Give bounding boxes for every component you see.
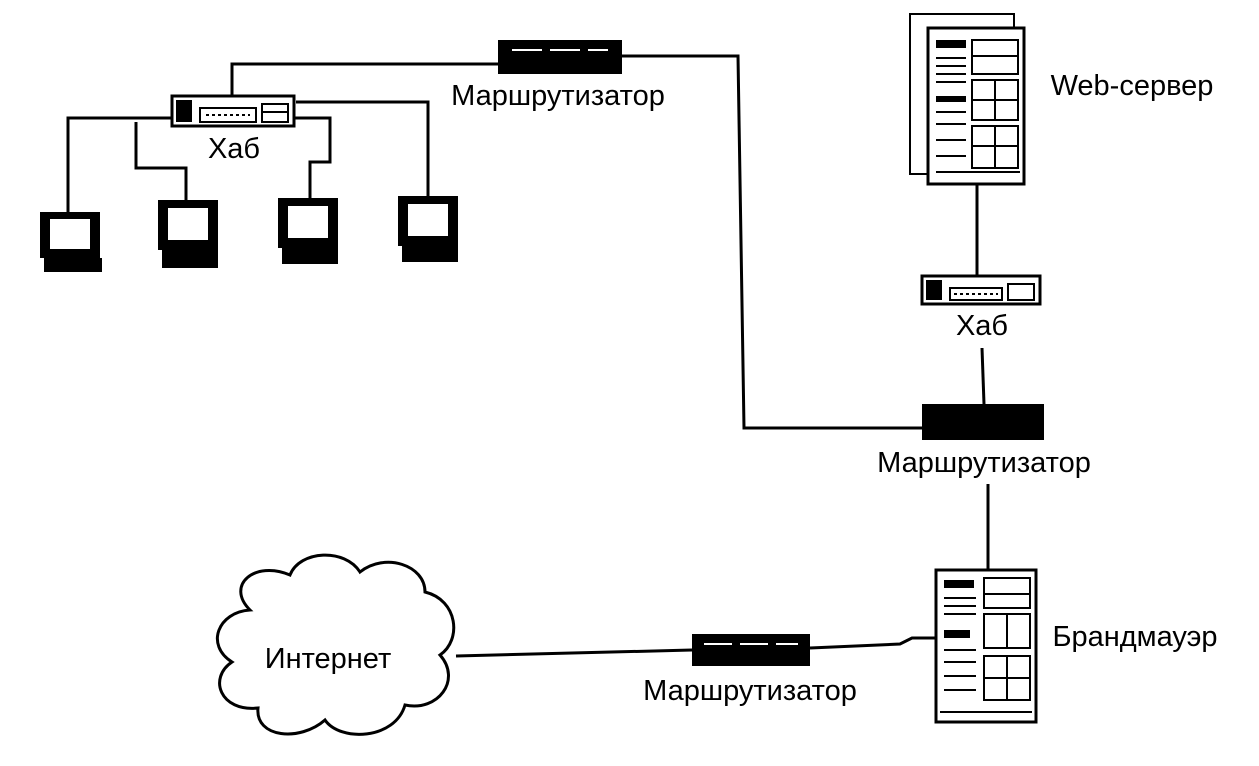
hub-top-label: Хаб bbox=[208, 133, 260, 165]
monitor-icon bbox=[278, 198, 338, 264]
cloud-icon bbox=[215, 553, 456, 736]
router-icon bbox=[922, 404, 1044, 440]
router-icon bbox=[692, 634, 810, 666]
internet-cloud: Интернет bbox=[215, 553, 456, 736]
server-tower-icon bbox=[909, 13, 1026, 186]
router-bottom: Маршрутизатор bbox=[643, 634, 857, 707]
web-server-label: Web-сервер bbox=[1051, 70, 1214, 102]
router-icon bbox=[498, 40, 622, 74]
workstation-4 bbox=[398, 196, 458, 262]
router-bottom-label: Маршрутизатор bbox=[643, 675, 857, 707]
firewall-label: Брандмауэр bbox=[1052, 621, 1217, 653]
hub-top: Хаб bbox=[170, 94, 296, 165]
workstations bbox=[40, 196, 458, 272]
web-server: Web-сервер bbox=[909, 13, 1214, 186]
monitor-icon bbox=[398, 196, 458, 262]
workstation-2 bbox=[158, 200, 218, 268]
router-top-label: Маршрутизатор bbox=[451, 80, 665, 112]
router-middle: Маршрутизатор bbox=[877, 404, 1091, 479]
hub-icon bbox=[920, 274, 1042, 306]
hub-right-label: Хаб bbox=[956, 310, 1008, 342]
router-top: Маршрутизатор bbox=[451, 40, 665, 112]
server-tower-icon bbox=[934, 568, 1038, 724]
hub-right: Хаб bbox=[920, 274, 1042, 342]
monitor-icon bbox=[158, 200, 218, 268]
connection-lines bbox=[66, 54, 990, 658]
workstation-3 bbox=[278, 198, 338, 264]
firewall: Брандмауэр bbox=[934, 568, 1218, 724]
workstation-1 bbox=[40, 212, 102, 272]
hub-icon bbox=[170, 94, 296, 128]
monitor-icon bbox=[40, 212, 102, 272]
internet-label: Интернет bbox=[265, 643, 392, 675]
router-middle-label: Маршрутизатор bbox=[877, 447, 1091, 479]
